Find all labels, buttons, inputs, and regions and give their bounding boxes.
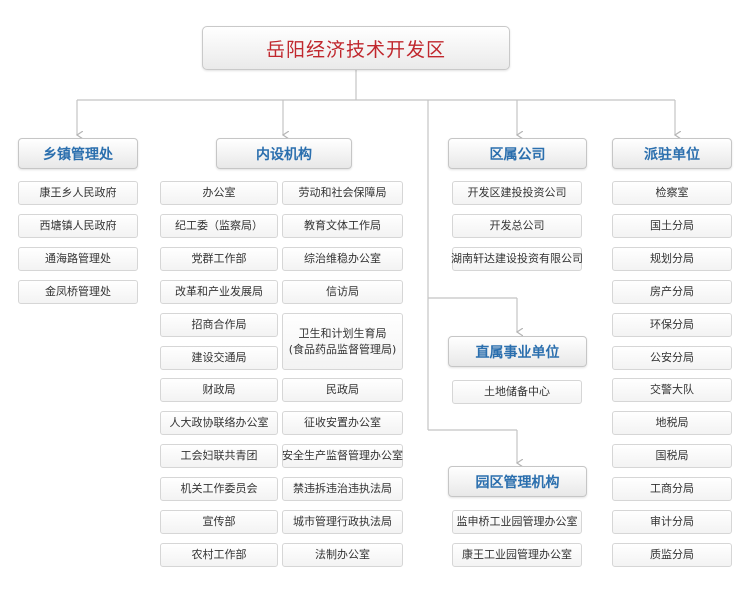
internal-item: 财政局 [160, 378, 278, 402]
category-park: 园区管理机构 [448, 466, 587, 497]
internal-item: 信访局 [282, 280, 403, 304]
internal-item: 机关工作委员会 [160, 477, 278, 501]
internal-item: 卫生和计划生育局 (食品药品监督管理局) [282, 313, 403, 370]
stationed-item: 交警大队 [612, 378, 732, 402]
stationed-item: 国土分局 [612, 214, 732, 238]
company-item: 开发总公司 [452, 214, 582, 238]
towns-item: 西塘镇人民政府 [18, 214, 138, 238]
internal-item: 宣传部 [160, 510, 278, 534]
company-item: 湖南轩达建设投资有限公司 [451, 247, 583, 271]
org-title: 岳阳经济技术开发区 [202, 26, 510, 70]
category-direct: 直属事业单位 [448, 336, 587, 367]
stationed-item: 检察室 [612, 181, 732, 205]
stationed-item: 国税局 [612, 444, 732, 468]
internal-item: 教育文体工作局 [282, 214, 403, 238]
internal-item: 征收安置办公室 [282, 411, 403, 435]
internal-item: 改革和产业发展局 [160, 280, 278, 304]
category-stationed: 派驻单位 [612, 138, 732, 169]
towns-item: 通海路管理处 [18, 247, 138, 271]
direct-item: 土地储备中心 [452, 380, 582, 404]
towns-item: 金凤桥管理处 [18, 280, 138, 304]
category-companies: 区属公司 [448, 138, 587, 169]
park-item: 监申桥工业园管理办公室 [452, 510, 582, 534]
internal-item: 人大政协联络办公室 [160, 411, 278, 435]
stationed-item: 质监分局 [612, 543, 732, 567]
stationed-item: 环保分局 [612, 313, 732, 337]
stationed-item: 审计分局 [612, 510, 732, 534]
category-towns: 乡镇管理处 [18, 138, 138, 169]
stationed-item: 房产分局 [612, 280, 732, 304]
internal-item: 综治维稳办公室 [282, 247, 403, 271]
category-internal: 内设机构 [216, 138, 352, 169]
internal-item-line: (食品药品监督管理局) [288, 342, 397, 356]
internal-item: 党群工作部 [160, 247, 278, 271]
internal-item: 办公室 [160, 181, 278, 205]
internal-item: 禁违拆违治违执法局 [282, 477, 403, 501]
internal-item: 农村工作部 [160, 543, 278, 567]
internal-item: 建设交通局 [160, 346, 278, 370]
internal-item: 民政局 [282, 378, 403, 402]
stationed-item: 工商分局 [612, 477, 732, 501]
internal-item: 法制办公室 [282, 543, 403, 567]
internal-item: 纪工委（监察局） [160, 214, 278, 238]
stationed-item: 公安分局 [612, 346, 732, 370]
internal-item-line: 卫生和计划生育局 [298, 326, 387, 340]
internal-item: 安全生产监督管理办公室 [282, 444, 403, 468]
internal-item: 工会妇联共青团 [160, 444, 278, 468]
internal-item: 城市管理行政执法局 [282, 510, 403, 534]
stationed-item: 地税局 [612, 411, 732, 435]
internal-item: 劳动和社会保障局 [282, 181, 403, 205]
internal-item: 招商合作局 [160, 313, 278, 337]
stationed-item: 规划分局 [612, 247, 732, 271]
towns-item: 康王乡人民政府 [18, 181, 138, 205]
park-item: 康王工业园管理办公室 [452, 543, 582, 567]
company-item: 开发区建投投资公司 [452, 181, 582, 205]
